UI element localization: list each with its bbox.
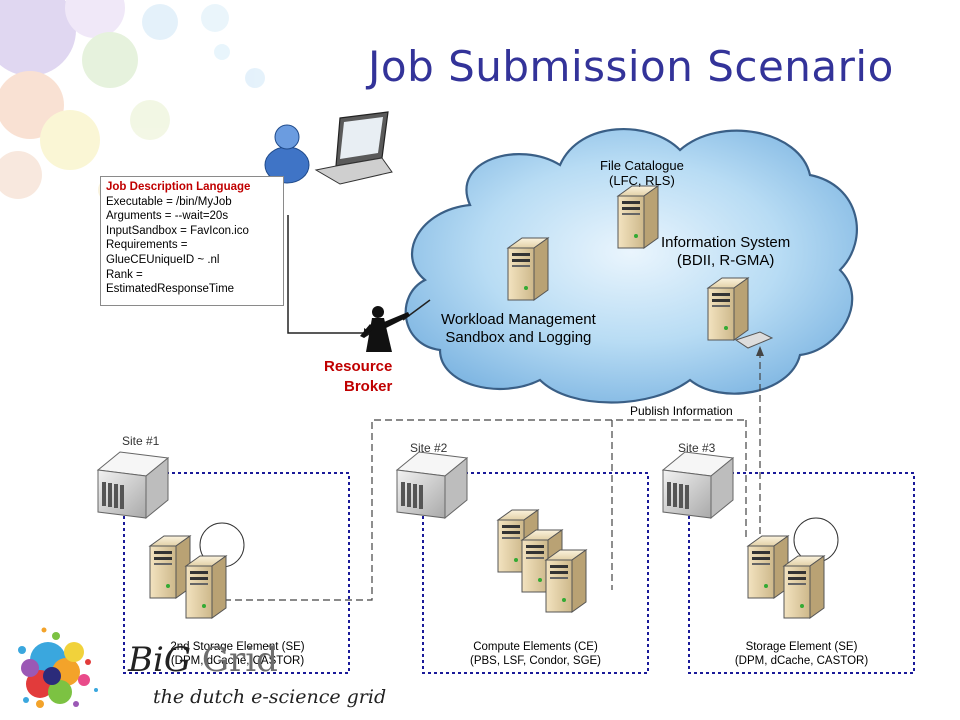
site-3-caption: Storage Element (SE) (DPM, dCache, CASTO… — [714, 640, 889, 668]
user-icon — [264, 124, 310, 184]
site-1-caption-line1: 2nd Storage Element (SE) — [170, 641, 305, 653]
logo-big: BiG — [128, 640, 192, 680]
site-1-box — [123, 472, 350, 674]
site-2-compute-server-icon-c — [545, 549, 587, 613]
big-grid-logo-icon — [18, 627, 98, 708]
jdl-line: Arguments = --wait=20s — [106, 210, 229, 223]
site-2-caption: Compute Elements (CE) (PBS, LSF, Condor,… — [448, 640, 623, 668]
file-catalogue-line1: File Catalogue — [600, 158, 684, 173]
site-3-label: Site #3 — [678, 441, 716, 455]
site-2-box — [422, 472, 649, 674]
jdl-to-broker-line — [287, 215, 364, 334]
jdl-heading: Job Description Language — [106, 181, 251, 193]
page-title: Job Submission Scenario — [368, 42, 894, 91]
keyboard-icon — [734, 331, 774, 349]
site-3-disk-icon — [793, 517, 839, 563]
logo-tagline: the dutch e-science grid — [153, 686, 387, 708]
site-2-label: Site #2 — [410, 441, 448, 455]
decorative-blobs — [0, 0, 265, 202]
resource-broker-line2: Broker — [344, 378, 393, 395]
site-3-storage-server-icon-b — [783, 555, 825, 619]
resource-broker-icon — [360, 306, 410, 352]
site-3-caption-line2: (DPM, dCache, CASTOR) — [734, 655, 869, 667]
file-catalogue-label: File Catalogue (LFC, RLS) — [600, 158, 684, 188]
site-1-storage-server-icon-a — [149, 535, 191, 599]
site-1-caption: 2nd Storage Element (SE) (DPM, dCache, C… — [150, 640, 325, 668]
jdl-line: Rank = — [106, 268, 143, 281]
information-system-line2: (BDII, R-GMA) — [676, 252, 775, 269]
information-system-line1: Information System — [661, 234, 791, 251]
resource-broker-line1: Resource — [323, 358, 393, 375]
site-3-box — [688, 472, 915, 674]
site-1-gateway-icon — [97, 451, 169, 519]
jdl-line: GlueCEUniqueID ~ .nl — [106, 253, 220, 266]
jdl-line: InputSandbox = FavIcon.ico — [106, 224, 249, 237]
jdl-line: Executable = /bin/MyJob — [106, 195, 232, 208]
site-3-storage-server-icon-a — [747, 535, 789, 599]
publish-information-label: Publish Information — [630, 404, 733, 418]
site-1-label: Site #1 — [122, 434, 160, 448]
workload-management-line1: Workload Management — [441, 311, 596, 328]
big-grid-logo-text: BiG Grid — [128, 640, 278, 680]
workload-management-line2: Sandbox and Logging — [445, 329, 592, 346]
jdl-line: EstimatedResponseTime — [106, 283, 235, 296]
site-2-caption-line2: (PBS, LSF, Condor, SGE) — [469, 655, 602, 667]
publish-information-lines — [213, 352, 761, 601]
site-3-gateway-icon — [662, 451, 734, 519]
workload-management-server-icon — [507, 237, 549, 301]
resource-broker-label: Resource Broker — [320, 357, 392, 397]
site-1-storage-server-icon-b — [185, 555, 227, 619]
job-description-box: Job Description Language Executable = /b… — [100, 176, 284, 306]
site-2-gateway-icon — [396, 451, 468, 519]
file-catalogue-line2: (LFC, RLS) — [609, 173, 675, 188]
site-2-caption-line1: Compute Elements (CE) — [473, 641, 598, 653]
information-system-server-icon — [707, 277, 749, 341]
grid-cloud — [404, 128, 858, 404]
file-catalogue-server-icon — [617, 185, 659, 249]
jdl-line: Requirements = — [106, 239, 188, 252]
workload-management-label: Workload Management Sandbox and Logging — [441, 311, 596, 347]
logo-grid: Grid — [201, 640, 278, 680]
site-3-caption-line1: Storage Element (SE) — [745, 641, 858, 653]
site-1-caption-line2: (DPM, dCache, CASTOR) — [170, 655, 305, 667]
information-system-label: Information System (BDII, R-GMA) — [661, 234, 790, 270]
laptop-icon — [314, 111, 393, 185]
